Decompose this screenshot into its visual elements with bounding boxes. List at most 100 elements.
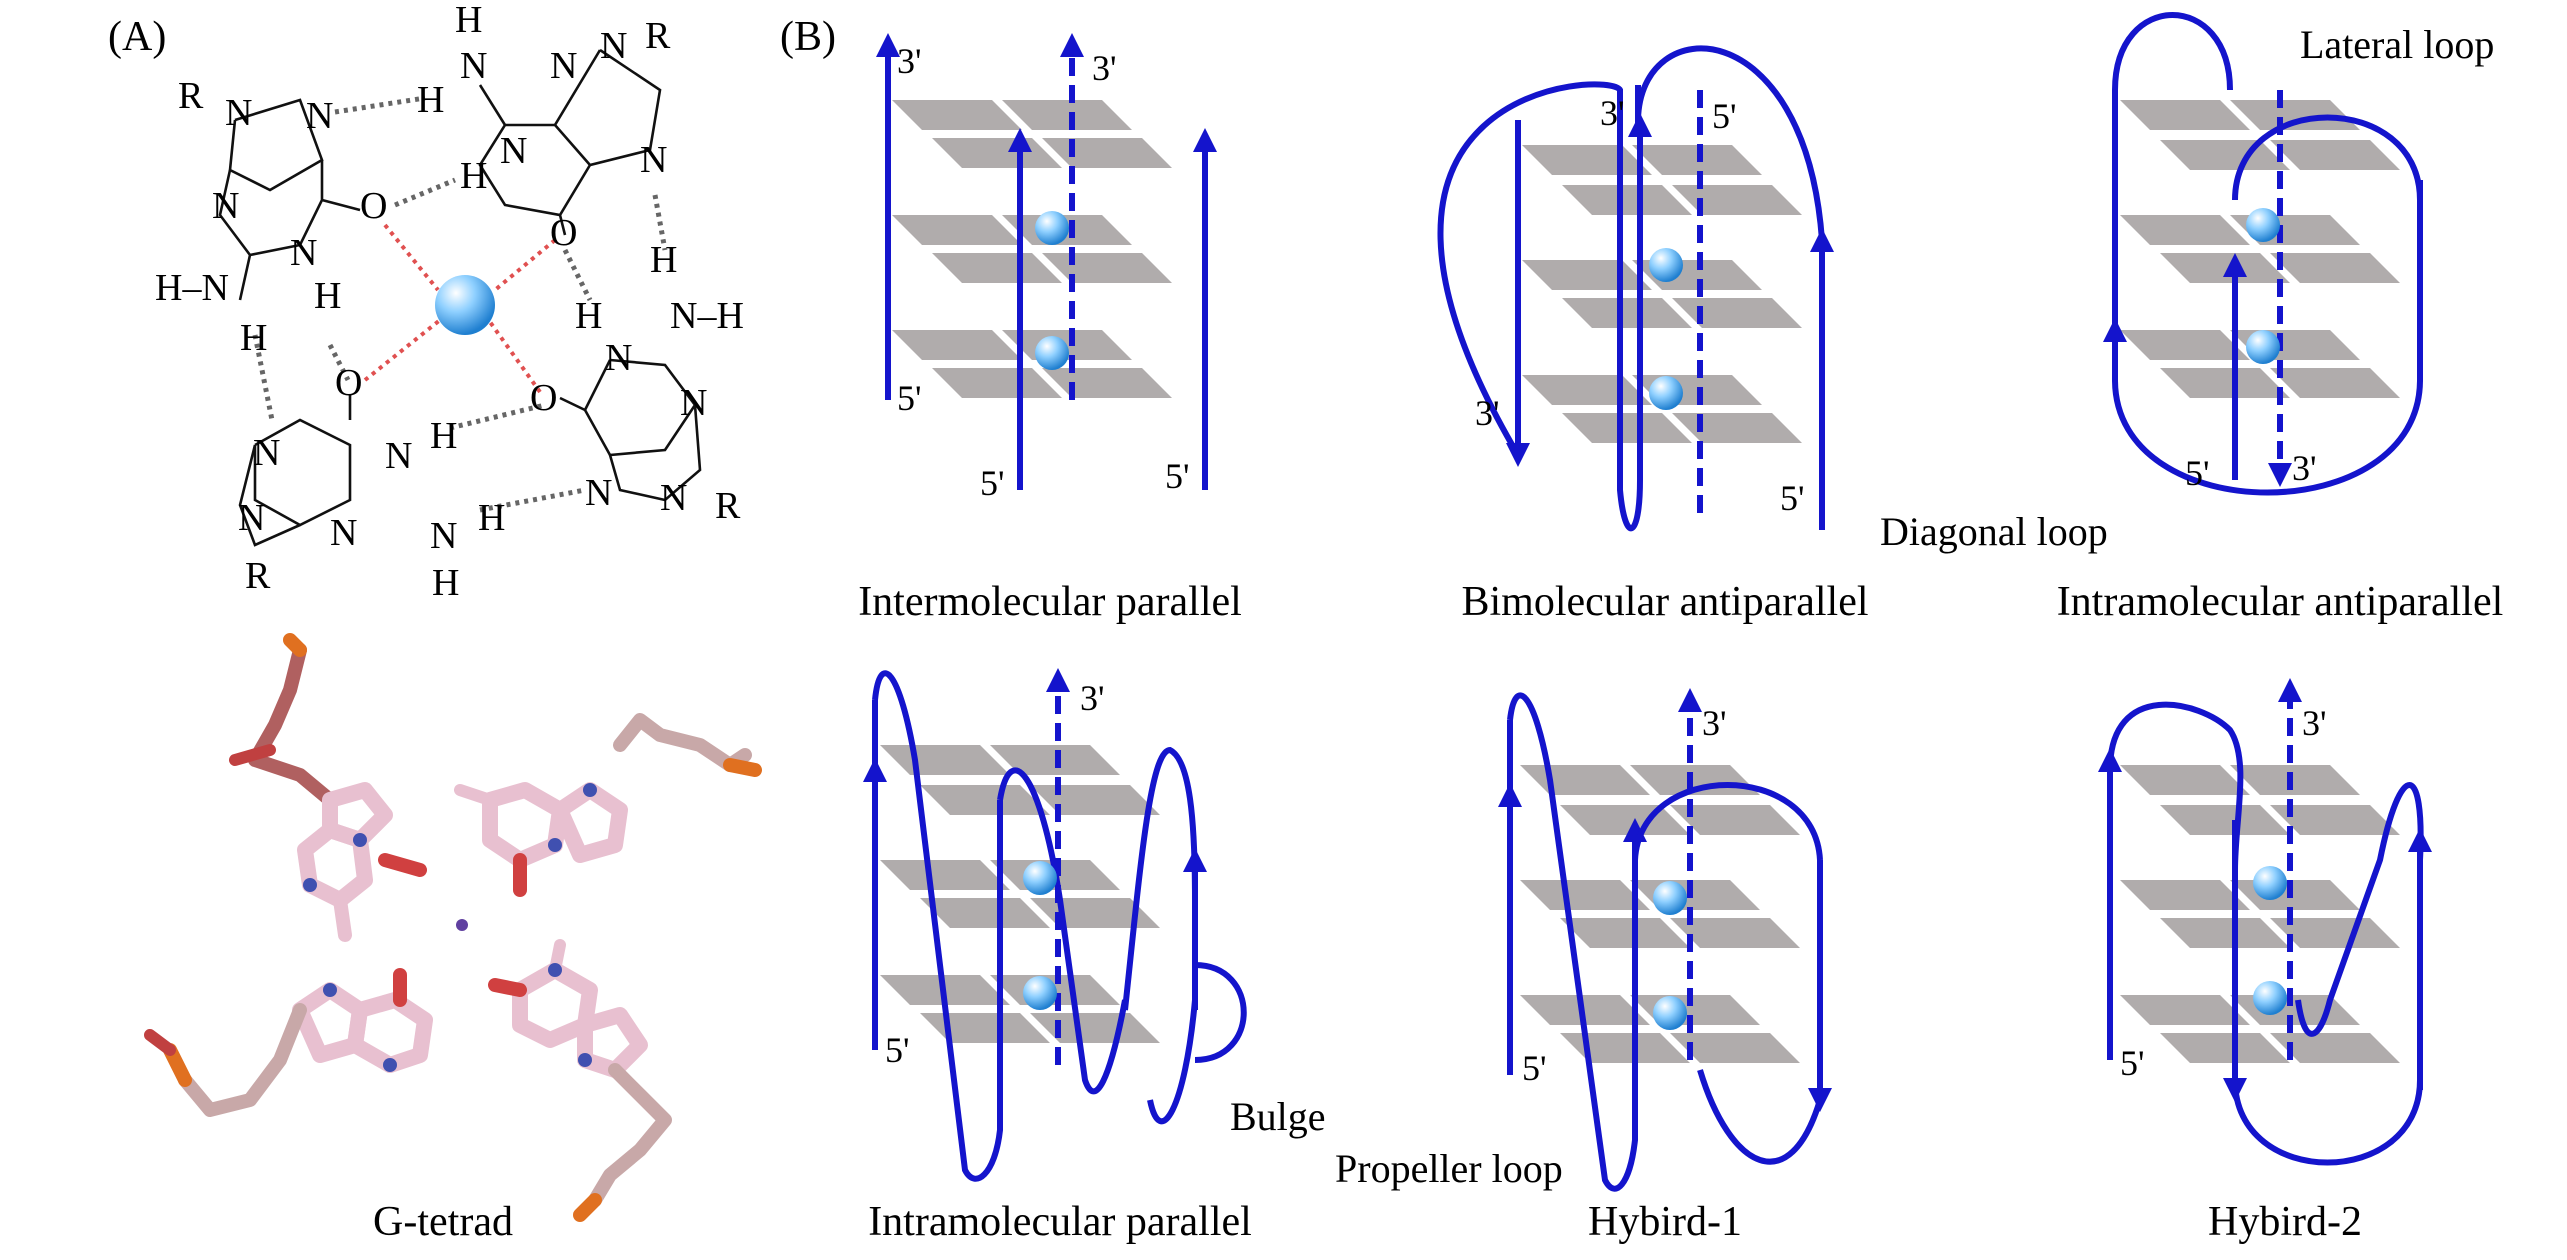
label-3-prime: 3'	[2302, 703, 2327, 743]
atom-n: N	[660, 477, 687, 519]
guanine-bottom-right	[559, 358, 702, 502]
atom-n: N	[290, 232, 317, 274]
metal-ion	[1023, 976, 1057, 1010]
label-bulge: Bulge	[1230, 1094, 1326, 1139]
caption-intramolecular-parallel: Intramolecular parallel	[868, 1199, 1252, 1245]
metal-ion	[456, 919, 468, 931]
strand	[1147, 999, 1198, 1125]
atom-h: H	[478, 497, 505, 539]
guanine-bottom-left	[238, 395, 352, 547]
coordination-bond	[363, 318, 442, 382]
coordination-bond	[493, 238, 557, 292]
strand	[872, 670, 1003, 1182]
atom-n: N	[385, 435, 412, 477]
caption-bimolecular-antiparallel: Bimolecular antiparallel	[1462, 579, 1869, 625]
atom-o: O	[335, 362, 362, 404]
nucleotide-bottom-right	[488, 939, 672, 1222]
diagram-hybird-2: 3' 5'	[2098, 678, 2432, 1166]
atom-n: N	[253, 432, 280, 474]
strand	[1122, 746, 1198, 1011]
strand	[997, 767, 1128, 1095]
label-3-prime: 3'	[2292, 448, 2317, 488]
tetrad-stack	[880, 745, 1160, 1043]
label-5-prime: 5'	[2120, 1043, 2145, 1083]
label-3-prime: 3'	[1702, 703, 1727, 743]
atom-n: N	[585, 472, 612, 514]
guanine-top-left	[218, 98, 361, 301]
strand	[1632, 782, 1823, 861]
metal-ion	[1649, 376, 1683, 410]
nucleotide-bottom-left	[144, 968, 433, 1117]
strand	[1507, 692, 1638, 1192]
g-tetrad-chemical-structure: R N N N N O H–N H H H N H H N N N R N O …	[155, 0, 744, 604]
hydrogen-bond	[252, 334, 275, 421]
label-3-prime: 3'	[1600, 93, 1625, 133]
atom-o: O	[360, 185, 387, 227]
label-5-prime: 5'	[1712, 96, 1737, 136]
nucleotide-top-right	[454, 713, 762, 897]
caption-g-tetrad: G-tetrad	[373, 1199, 513, 1245]
label-lateral-loop: Lateral loop	[2300, 22, 2494, 67]
atom-n: N	[238, 497, 265, 539]
atom-n: N	[600, 25, 627, 67]
metal-ion	[2246, 208, 2280, 242]
strand	[2232, 114, 2423, 201]
hydrogen-bond	[652, 194, 668, 251]
panel-a-label: (A)	[108, 14, 166, 60]
metal-ion	[1653, 996, 1687, 1030]
atom-h: H	[314, 275, 341, 317]
label-3-prime: 3'	[1080, 678, 1105, 718]
atom-n: N	[640, 139, 667, 181]
label-3-prime: 3'	[1092, 48, 1117, 88]
atom-n: N	[225, 92, 252, 134]
diagram-bimolecular-antiparallel: 3' 5' 3' 5'	[1437, 45, 1834, 532]
g-tetrad-stick-model	[144, 633, 762, 1222]
atom-nh: N–H	[670, 295, 744, 337]
panel-b-label: (B)	[780, 14, 836, 60]
caption-hybird-2: Hybird-2	[2208, 1199, 2362, 1245]
diagram-intermolecular-parallel: 3' 3' 5' 5' 5'	[876, 33, 1217, 503]
label-5-prime: 5'	[1780, 478, 1805, 518]
bulge-loop	[1194, 962, 1247, 1063]
tetrad-stack	[1520, 765, 1800, 1063]
atom-n: N	[605, 337, 632, 379]
hydrogen-bond	[327, 343, 351, 382]
atom-h: H	[575, 295, 602, 337]
metal-ion	[2253, 866, 2287, 900]
strand	[2107, 701, 2244, 871]
atom-n: N	[212, 185, 239, 227]
hydrogen-bond	[562, 248, 593, 302]
label-5-prime: 5'	[980, 463, 1005, 503]
strand	[2295, 782, 2424, 1037]
strand	[2232, 1079, 2423, 1166]
nucleotide-top-left	[229, 633, 427, 942]
atom-n: N	[430, 515, 457, 557]
atom-n: N	[306, 95, 333, 137]
label-3-prime: 3'	[897, 41, 922, 81]
strand	[1437, 81, 1643, 532]
hydrogen-bond	[449, 402, 546, 431]
caption-intramolecular-antiparallel: Intramolecular antiparallel	[2057, 579, 2504, 625]
metal-ion	[1035, 211, 1069, 245]
label-5-prime: 5'	[1165, 456, 1190, 496]
coordination-bond	[383, 223, 440, 292]
label-5-prime: 5'	[897, 378, 922, 418]
atom-o: O	[530, 377, 557, 419]
hydrogen-bond	[394, 177, 456, 208]
label-5-prime: 5'	[2185, 453, 2210, 493]
diagram-intramolecular-antiparallel: 5' 3'	[2103, 12, 2423, 496]
metal-ion	[2253, 981, 2287, 1015]
atom-n: N	[680, 382, 707, 424]
atom-h: H	[417, 79, 444, 121]
strand	[2112, 12, 2233, 335]
label-5-prime: 5'	[1522, 1048, 1547, 1088]
caption-hybird-1: Hybird-1	[1588, 1199, 1742, 1245]
strand	[1635, 45, 1825, 241]
diagram-hybird-1: 3' 5'	[1498, 688, 1832, 1192]
strand	[1697, 1069, 1823, 1165]
metal-ion	[1023, 861, 1057, 895]
metal-ion	[435, 275, 495, 335]
atom-n: N	[500, 130, 527, 172]
guanine-top-right	[478, 48, 662, 236]
